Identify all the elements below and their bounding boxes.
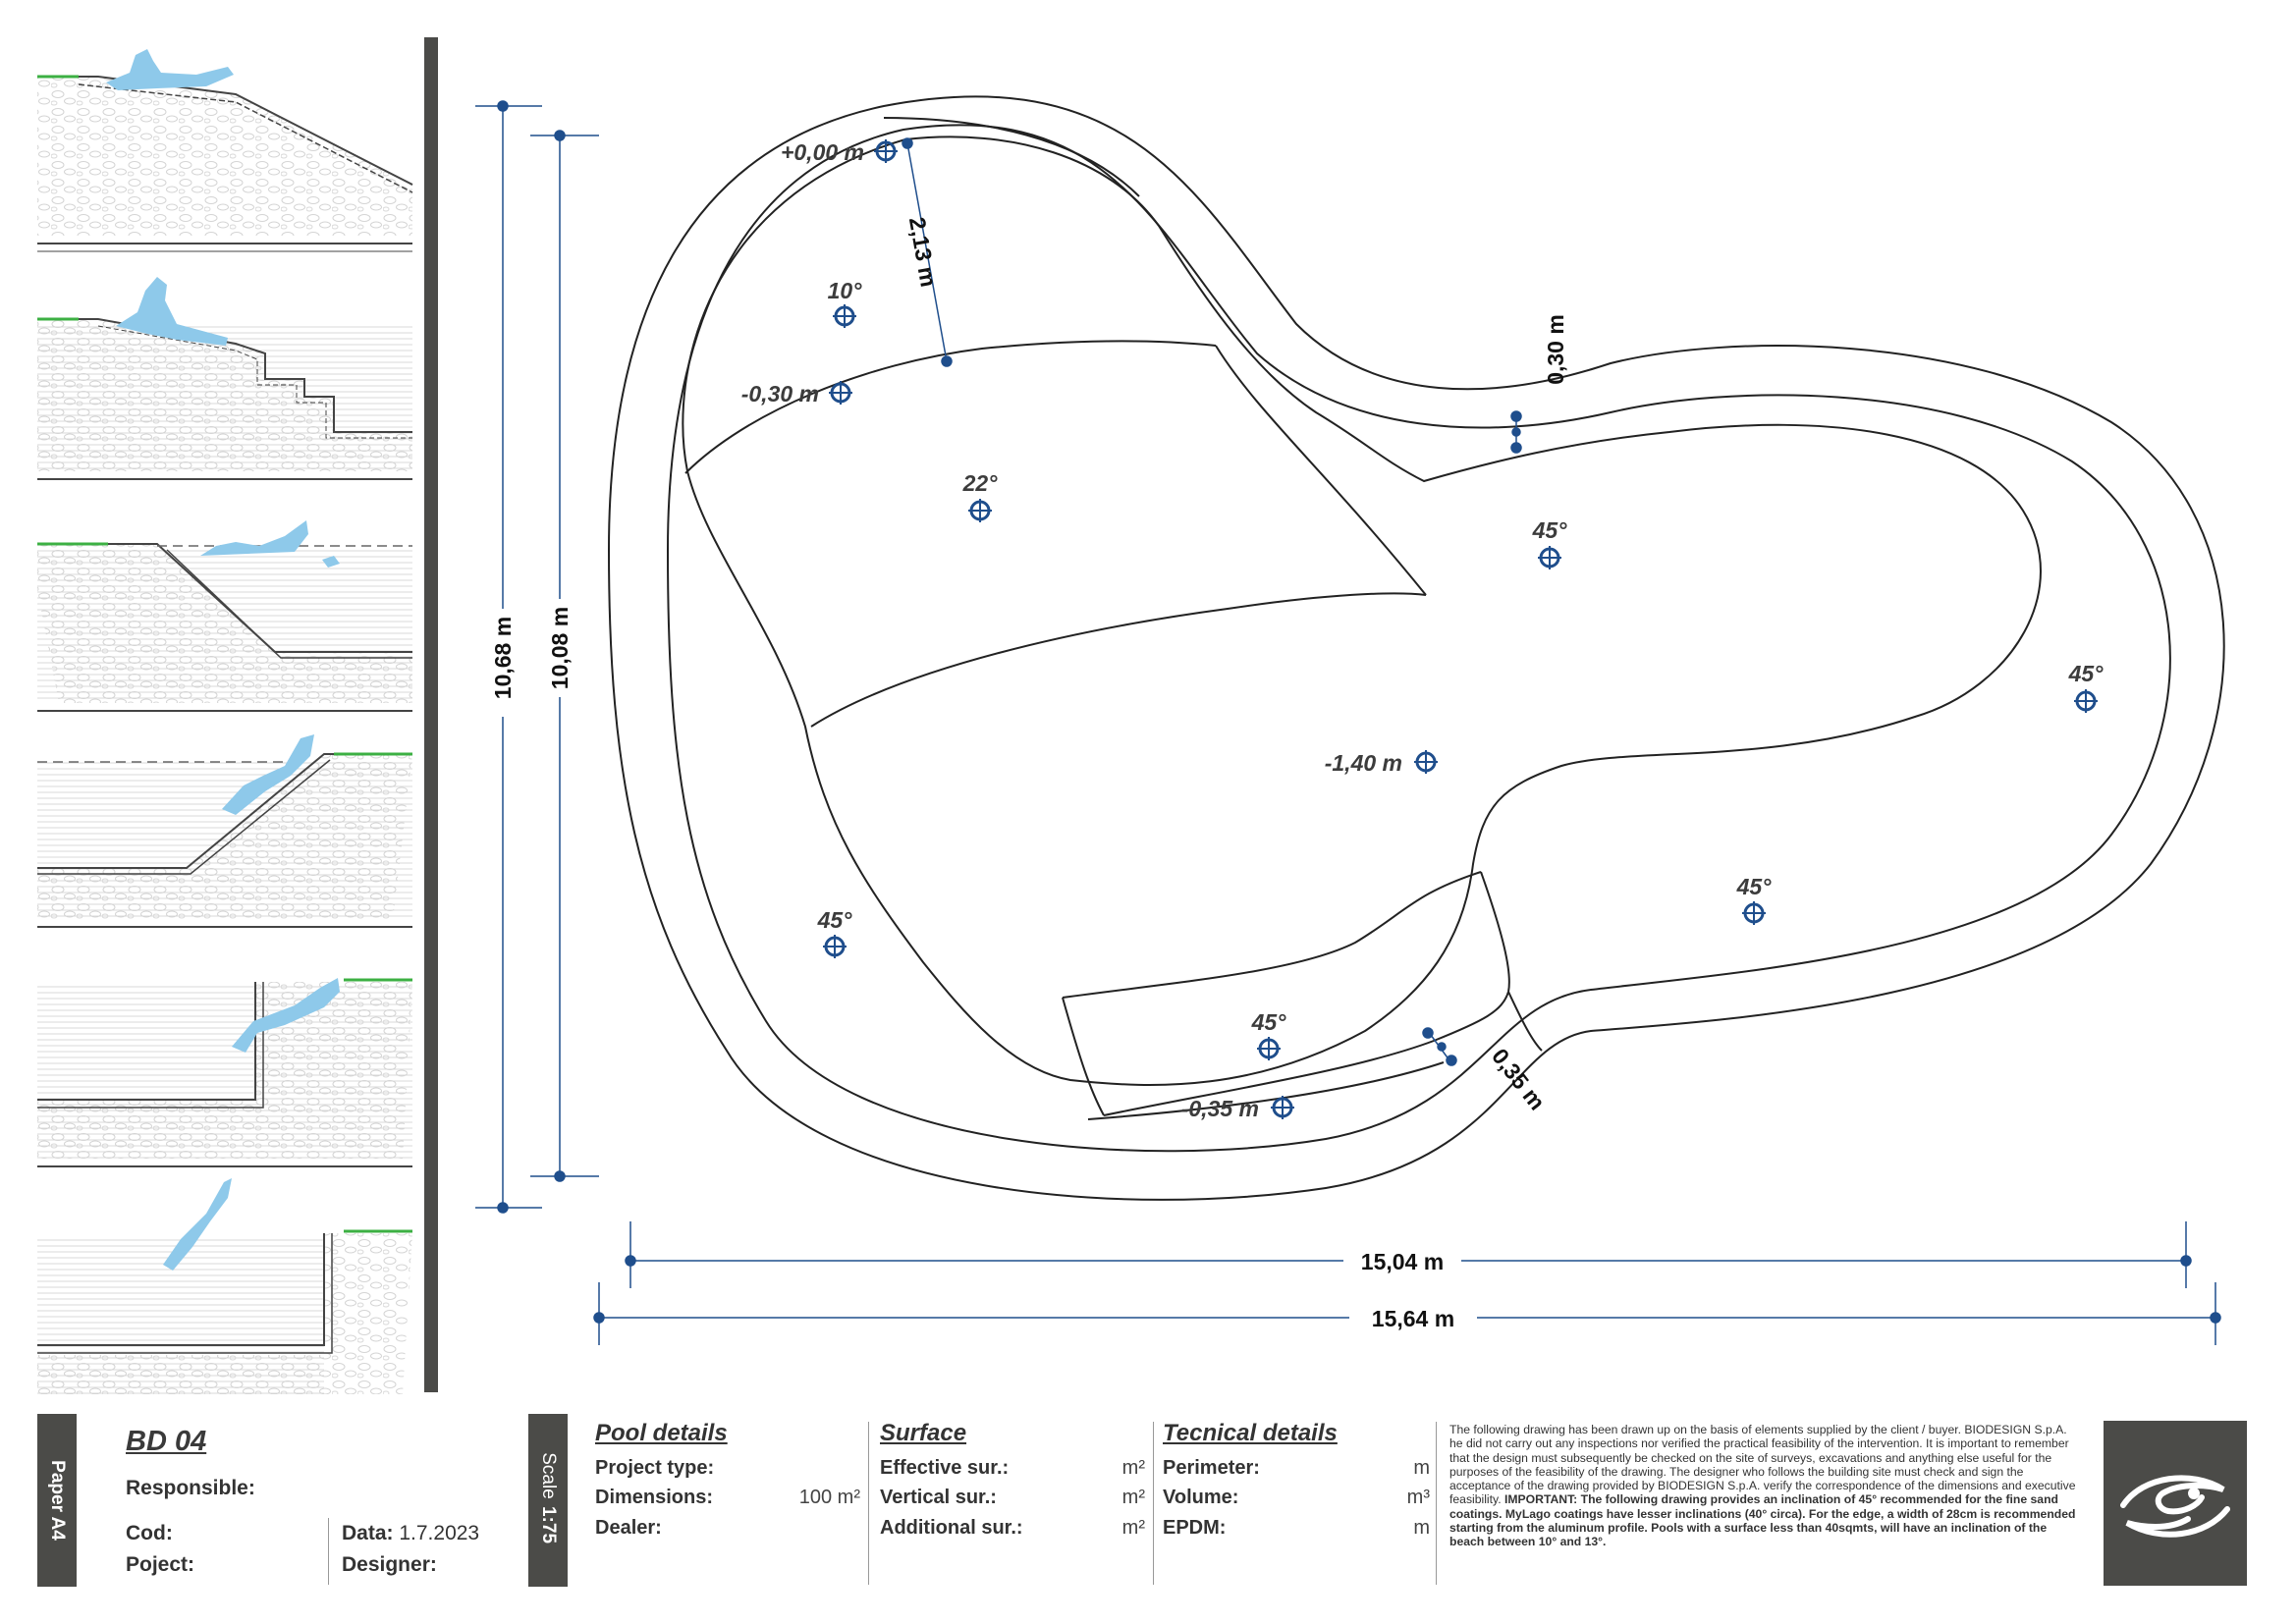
perimeter-label: Perimeter:	[1163, 1457, 1260, 1479]
angle-markers: 10° 22° 45° 45° 45° 45° 45°	[817, 278, 2105, 1062]
cod-label: Cod:	[126, 1522, 173, 1544]
vertical-surface-unit: m²	[1121, 1487, 1145, 1508]
divider	[1153, 1422, 1154, 1585]
dimensions-value: 100 m²	[798, 1487, 860, 1508]
date-value: 1.7.2023	[399, 1522, 480, 1544]
depth-label-deep: -1,40 m	[1325, 750, 1402, 776]
pool-details-title: Pool details	[595, 1420, 728, 1446]
dealer-label: Dealer:	[595, 1517, 662, 1539]
section-panel-beach	[37, 49, 413, 252]
section-panel-vertical	[37, 1178, 412, 1394]
section-panel-ledge	[37, 978, 412, 1167]
project-label: Poject:	[126, 1553, 195, 1576]
dim-height-outer: 10,68 m	[490, 617, 516, 699]
disclaimer-note: The following drawing has been drawn up …	[1449, 1423, 2078, 1549]
scale-label: Scale	[538, 1452, 559, 1499]
epdm-unit: m	[1413, 1517, 1430, 1539]
pool-inner-edge	[666, 124, 2171, 1153]
depth-label-step: -0,35 m	[1181, 1096, 1259, 1121]
epdm-label: EPDM:	[1163, 1517, 1227, 1539]
depth-markers: +0,00 m -0,30 m -1,40 m -0,35 m	[741, 137, 1440, 1121]
additional-surface-unit: m²	[1121, 1517, 1145, 1539]
divider	[328, 1518, 329, 1585]
technical-details-title: Tecnical details	[1163, 1420, 1338, 1446]
angle-label-slope: 22°	[962, 470, 999, 496]
logo-icon	[2120, 1475, 2230, 1538]
divider	[1436, 1422, 1437, 1585]
project-code: BD 04	[126, 1426, 207, 1457]
dim-edge-width: 0,30 m	[1543, 314, 1568, 385]
pool-outer-edge	[607, 95, 2225, 1201]
important-text: IMPORTANT: The following drawing provide…	[1449, 1492, 2076, 1549]
panel-divider	[424, 37, 438, 1392]
angle-label-beach: 10°	[828, 278, 863, 303]
dim-step-width: 0,35 m	[1487, 1044, 1551, 1114]
depth-label-surface: +0,00 m	[781, 139, 864, 165]
vertical-surface-label: Vertical sur.:	[880, 1487, 997, 1508]
dim-width-inner: 15,04 m	[1361, 1249, 1444, 1274]
effective-surface-label: Effective sur.:	[880, 1457, 1010, 1479]
angle-label-wall-right: 45°	[2068, 661, 2105, 686]
effective-surface-unit: m²	[1121, 1457, 1145, 1479]
angle-label-wall-top: 45°	[1532, 517, 1568, 543]
section-panel-steps	[37, 277, 412, 480]
perimeter-unit: m	[1413, 1457, 1430, 1479]
angle-label-wall-left: 45°	[817, 907, 853, 933]
dim-height-inner: 10,08 m	[547, 607, 573, 689]
pool-floor-edge	[682, 135, 2042, 1086]
section-panels	[37, 49, 413, 1394]
section-panel-slope-reverse	[37, 734, 412, 928]
angle-label-wall-bottom-right: 45°	[1736, 874, 1773, 899]
beach-lower-edge	[684, 340, 1217, 474]
date-field: Data: 1.7.2023	[342, 1522, 479, 1545]
additional-surface-label: Additional sur.:	[880, 1517, 1023, 1539]
divider	[868, 1422, 869, 1585]
company-logo	[2104, 1421, 2247, 1586]
scale-value: 1:75	[538, 1505, 559, 1544]
volume-unit: m³	[1406, 1487, 1430, 1508]
dim-width-outer: 15,64 m	[1372, 1306, 1454, 1331]
project-type-label: Project type:	[595, 1457, 715, 1479]
disclaimer-text: The following drawing has been drawn up …	[1449, 1423, 2076, 1507]
depth-label-beach: -0,30 m	[741, 381, 819, 406]
surface-title: Surface	[880, 1420, 967, 1446]
angle-label-step: 45°	[1251, 1009, 1287, 1035]
section-panel-slope	[37, 520, 412, 712]
pool-plan	[607, 95, 2225, 1201]
dimensions-label: Dimensions:	[595, 1487, 714, 1508]
dim-beach-length: 2,13 m	[904, 215, 942, 289]
scale-tab: Scale 1:75	[528, 1414, 568, 1587]
date-label: Data:	[342, 1522, 394, 1544]
responsible-label: Responsible:	[126, 1477, 255, 1499]
volume-label: Volume:	[1163, 1487, 1239, 1508]
step-area	[1062, 871, 1482, 999]
designer-label: Designer:	[342, 1553, 437, 1576]
dimension-lines	[475, 100, 2221, 1345]
paper-size: Paper A4	[47, 1460, 69, 1541]
paper-size-tab: Paper A4	[37, 1414, 77, 1587]
